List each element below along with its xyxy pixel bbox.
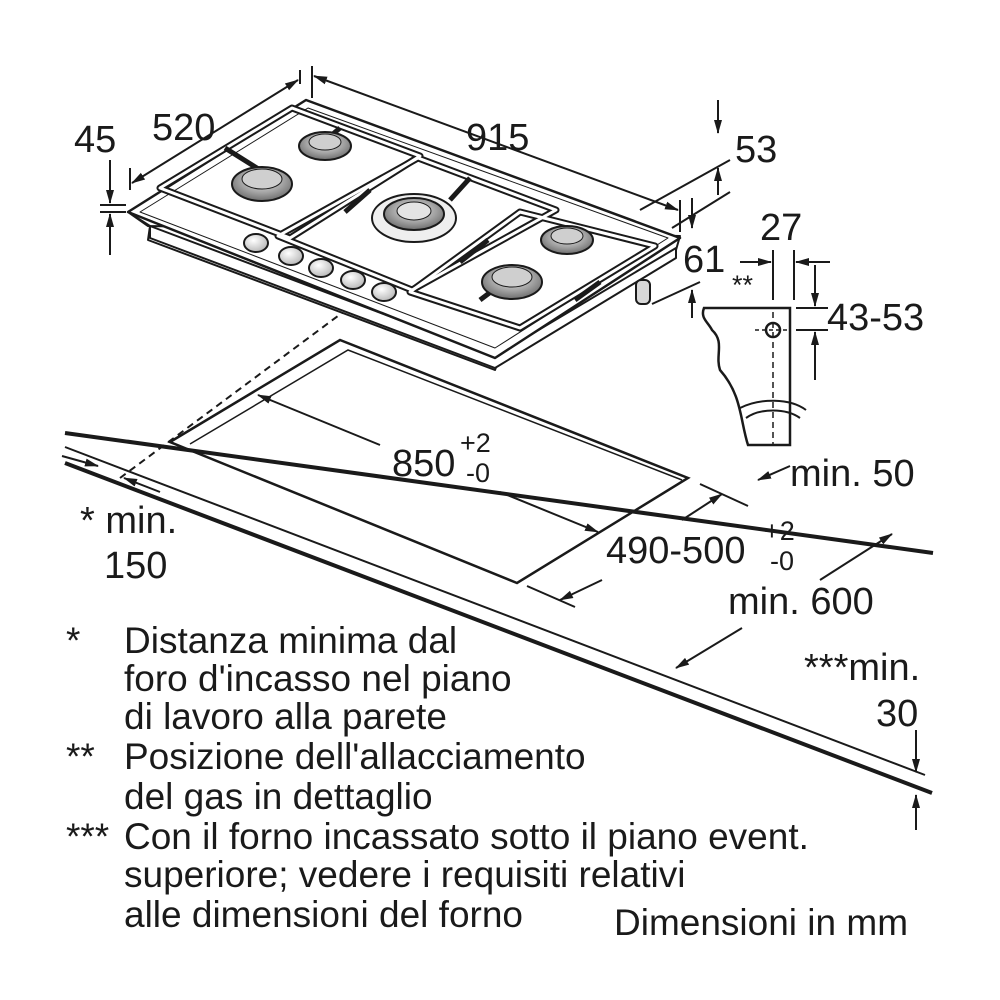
note-2-line-2: del gas in dettaglio [124, 776, 433, 817]
cutout-opening [167, 338, 691, 585]
note-2-line-1: Posizione dell'allacciamento [124, 736, 586, 777]
burner-rear-right [540, 225, 594, 255]
dim-cutout-depth: 490-500 [606, 530, 745, 572]
burner-front-right [481, 264, 543, 300]
dim-min-30-line2: 30 [876, 693, 918, 735]
dim-520: 520 [152, 107, 215, 149]
burner-wok-center [371, 193, 457, 243]
countertop [64, 306, 934, 795]
dim-min-600: min. 600 [728, 581, 874, 623]
dim-min-30-line1: ***min. [804, 647, 920, 689]
gas-connection-detail [701, 250, 830, 447]
note-1-mark: * [66, 620, 81, 661]
dim-53: 53 [735, 129, 777, 171]
burner-rear-left [298, 131, 352, 161]
dim-cutout-length: 850 [392, 443, 455, 485]
wall-reference-dashed-line [119, 306, 351, 479]
note-1-line-2: foro d'incasso nel piano [124, 658, 512, 699]
dim-min-150-line1: * min. [80, 500, 177, 542]
dim-27: 27 [760, 207, 802, 249]
dim-cutout-length-tol-plus: +2 [460, 428, 491, 458]
units-note: Dimensioni in mm [614, 902, 909, 943]
control-knobs [243, 233, 397, 302]
note-3-line-1: Con il forno incassato sotto il piano ev… [124, 816, 809, 857]
note-3-mark: *** [66, 816, 110, 857]
gas-connector [635, 279, 651, 305]
note-3-line-2: superiore; vedere i requisiti relativi [124, 854, 686, 895]
dim-min-50: min. 50 [790, 453, 915, 495]
dim-61: 61 [683, 239, 725, 281]
dim-45: 45 [74, 119, 116, 161]
dim-43-53: 43-53 [827, 297, 924, 339]
dimension-lines [61, 66, 920, 830]
note-2-mark: ** [66, 736, 95, 777]
burner-front-left [231, 166, 293, 202]
note-1-line-3: di lavoro alla parete [124, 696, 447, 737]
dim-min-150-line2: 150 [104, 545, 167, 587]
dimension-labels: 45 520 915 53 27 61 ** 43-53 850 +2 -0 4… [74, 107, 924, 735]
gas-connection-marker: ** [732, 270, 754, 300]
dim-cutout-depth-tol-minus: -0 [770, 546, 794, 576]
dim-cutout-depth-tol-plus: +2 [764, 516, 795, 546]
dim-cutout-length-tol-minus: -0 [466, 458, 490, 488]
dim-915: 915 [466, 117, 529, 159]
gas-hob [126, 98, 682, 371]
note-3-line-3: alle dimensioni del forno [124, 894, 524, 935]
note-1-line-1: Distanza minima dal [124, 620, 458, 661]
